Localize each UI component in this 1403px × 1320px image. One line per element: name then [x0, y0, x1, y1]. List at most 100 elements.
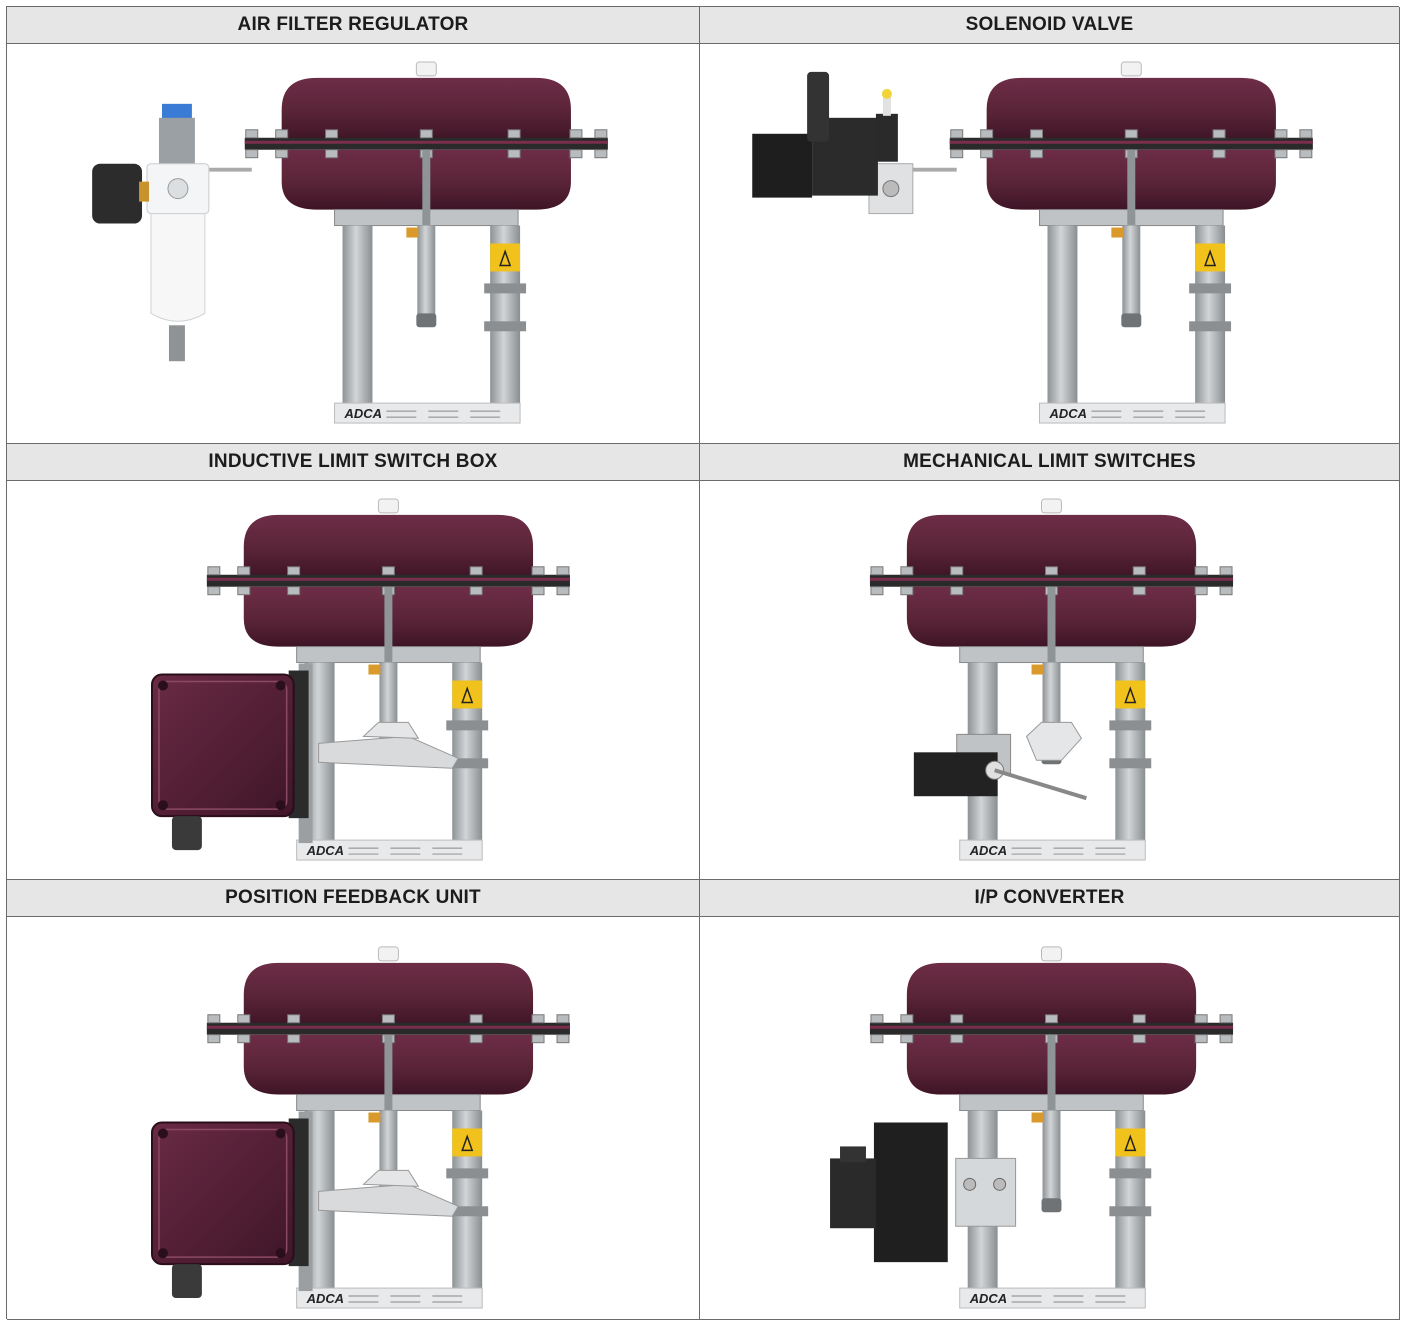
warning-label [1195, 243, 1226, 272]
pressure-gauge [92, 163, 143, 224]
bolt [237, 1014, 251, 1024]
nameplate-brand: ADCA [1049, 406, 1087, 421]
roller [985, 760, 1005, 780]
vent-cap [1120, 61, 1142, 77]
mounting-bracket [955, 1157, 1017, 1227]
bolt [1045, 1014, 1058, 1024]
screw [157, 680, 168, 691]
bolt [469, 1014, 483, 1024]
bolt [870, 566, 884, 576]
switch-body [913, 752, 998, 797]
panel-title: MECHANICAL LIMIT SWITCHES [700, 444, 1399, 481]
actuator: ADCA [206, 498, 570, 861]
screw [157, 1248, 168, 1259]
bolt [275, 149, 289, 159]
nameplate [959, 1287, 1146, 1309]
panel-solenoid-valve: SOLENOID VALVE ADCA [700, 7, 1400, 444]
bolt [207, 1014, 221, 1024]
filter-bowl [150, 213, 206, 322]
actuator: ADCA [869, 946, 1234, 1309]
nameplate [1039, 402, 1226, 424]
vent-cap [377, 498, 399, 514]
bolt [1124, 129, 1138, 139]
actuator: ADCA [206, 946, 570, 1309]
bolt [237, 566, 251, 576]
indicator [406, 227, 419, 238]
spindle [1042, 1110, 1061, 1203]
panel-title: SOLENOID VALVE [700, 7, 1399, 44]
bolt [507, 129, 521, 139]
bolt [950, 149, 964, 159]
bolt [1219, 586, 1233, 596]
bolt [1274, 129, 1288, 139]
vent-cap [415, 61, 437, 77]
warning-label [452, 680, 483, 709]
ip-converter [830, 1122, 1017, 1263]
panel-title: AIR FILTER REGULATOR [7, 7, 699, 44]
bolt [207, 586, 221, 596]
limit-switch-box [151, 1111, 459, 1299]
nameplate-brand: ADCA [306, 1291, 344, 1306]
product-image: ADCA [7, 44, 699, 443]
enclosure [151, 1121, 295, 1266]
enclosure [151, 673, 295, 818]
product-image: ADCA [700, 917, 1399, 1319]
warning-icon [461, 1134, 474, 1152]
bolt [1045, 566, 1058, 576]
warning-icon [1124, 1134, 1137, 1152]
coupling [1041, 1198, 1062, 1213]
upper-diaphragm-case [243, 962, 534, 1025]
nameplate [296, 839, 483, 861]
flange [869, 574, 1234, 587]
product-image: ADCA [700, 44, 1399, 443]
panel-air-filter-regulator: AIR FILTER REGULATOR ADCA [7, 7, 700, 444]
bolt [870, 1034, 884, 1044]
feedback-arm [318, 735, 459, 769]
vent-cap [1041, 498, 1062, 514]
feedback-arm [318, 1183, 459, 1217]
bolt [556, 566, 570, 576]
bolt [531, 1014, 545, 1024]
bonnet [158, 117, 195, 166]
panel-position-feedback-unit: POSITION FEEDBACK UNIT ADCA [7, 880, 700, 1320]
bolt [325, 129, 339, 139]
upper-diaphragm-case [243, 514, 534, 577]
bolt [287, 1034, 301, 1044]
nameplate [959, 839, 1146, 861]
bolt [900, 586, 914, 596]
bolt [1194, 566, 1208, 576]
bolt [900, 566, 914, 576]
bolt [1219, 1014, 1233, 1024]
bolt [950, 586, 964, 596]
bolt [469, 586, 483, 596]
cam [1025, 721, 1083, 761]
panel-title: I/P CONVERTER [700, 880, 1399, 917]
warning-label [1115, 1128, 1146, 1157]
bolt [1212, 129, 1226, 139]
actuator: ADCA [869, 498, 1234, 861]
bolt [1132, 586, 1146, 596]
spindle [417, 225, 436, 318]
manual-override [875, 113, 898, 162]
bolt [594, 149, 608, 159]
coupling [416, 313, 437, 328]
limit-switch-box [151, 663, 459, 851]
indicator [1031, 664, 1044, 675]
bolt [1219, 566, 1233, 576]
panel-mechanical-limit-switches: MECHANICAL LIMIT SWITCHES ADCA [700, 444, 1400, 880]
nameplate-brand: ADCA [969, 843, 1007, 858]
panel-ip-converter: I/P CONVERTER ADCA [700, 880, 1400, 1320]
air-filter-regulator [92, 103, 252, 362]
product-image: ADCA [7, 917, 699, 1319]
bolt [1299, 149, 1313, 159]
bolt [594, 129, 608, 139]
bolt [207, 1034, 221, 1044]
screw [275, 800, 286, 811]
solenoid-valve [752, 71, 957, 215]
bolt [207, 566, 221, 576]
nameplate-brand: ADCA [969, 1291, 1007, 1306]
drain [168, 325, 185, 362]
stem [384, 1034, 393, 1185]
nameplate [296, 1287, 483, 1309]
screw [157, 800, 168, 811]
